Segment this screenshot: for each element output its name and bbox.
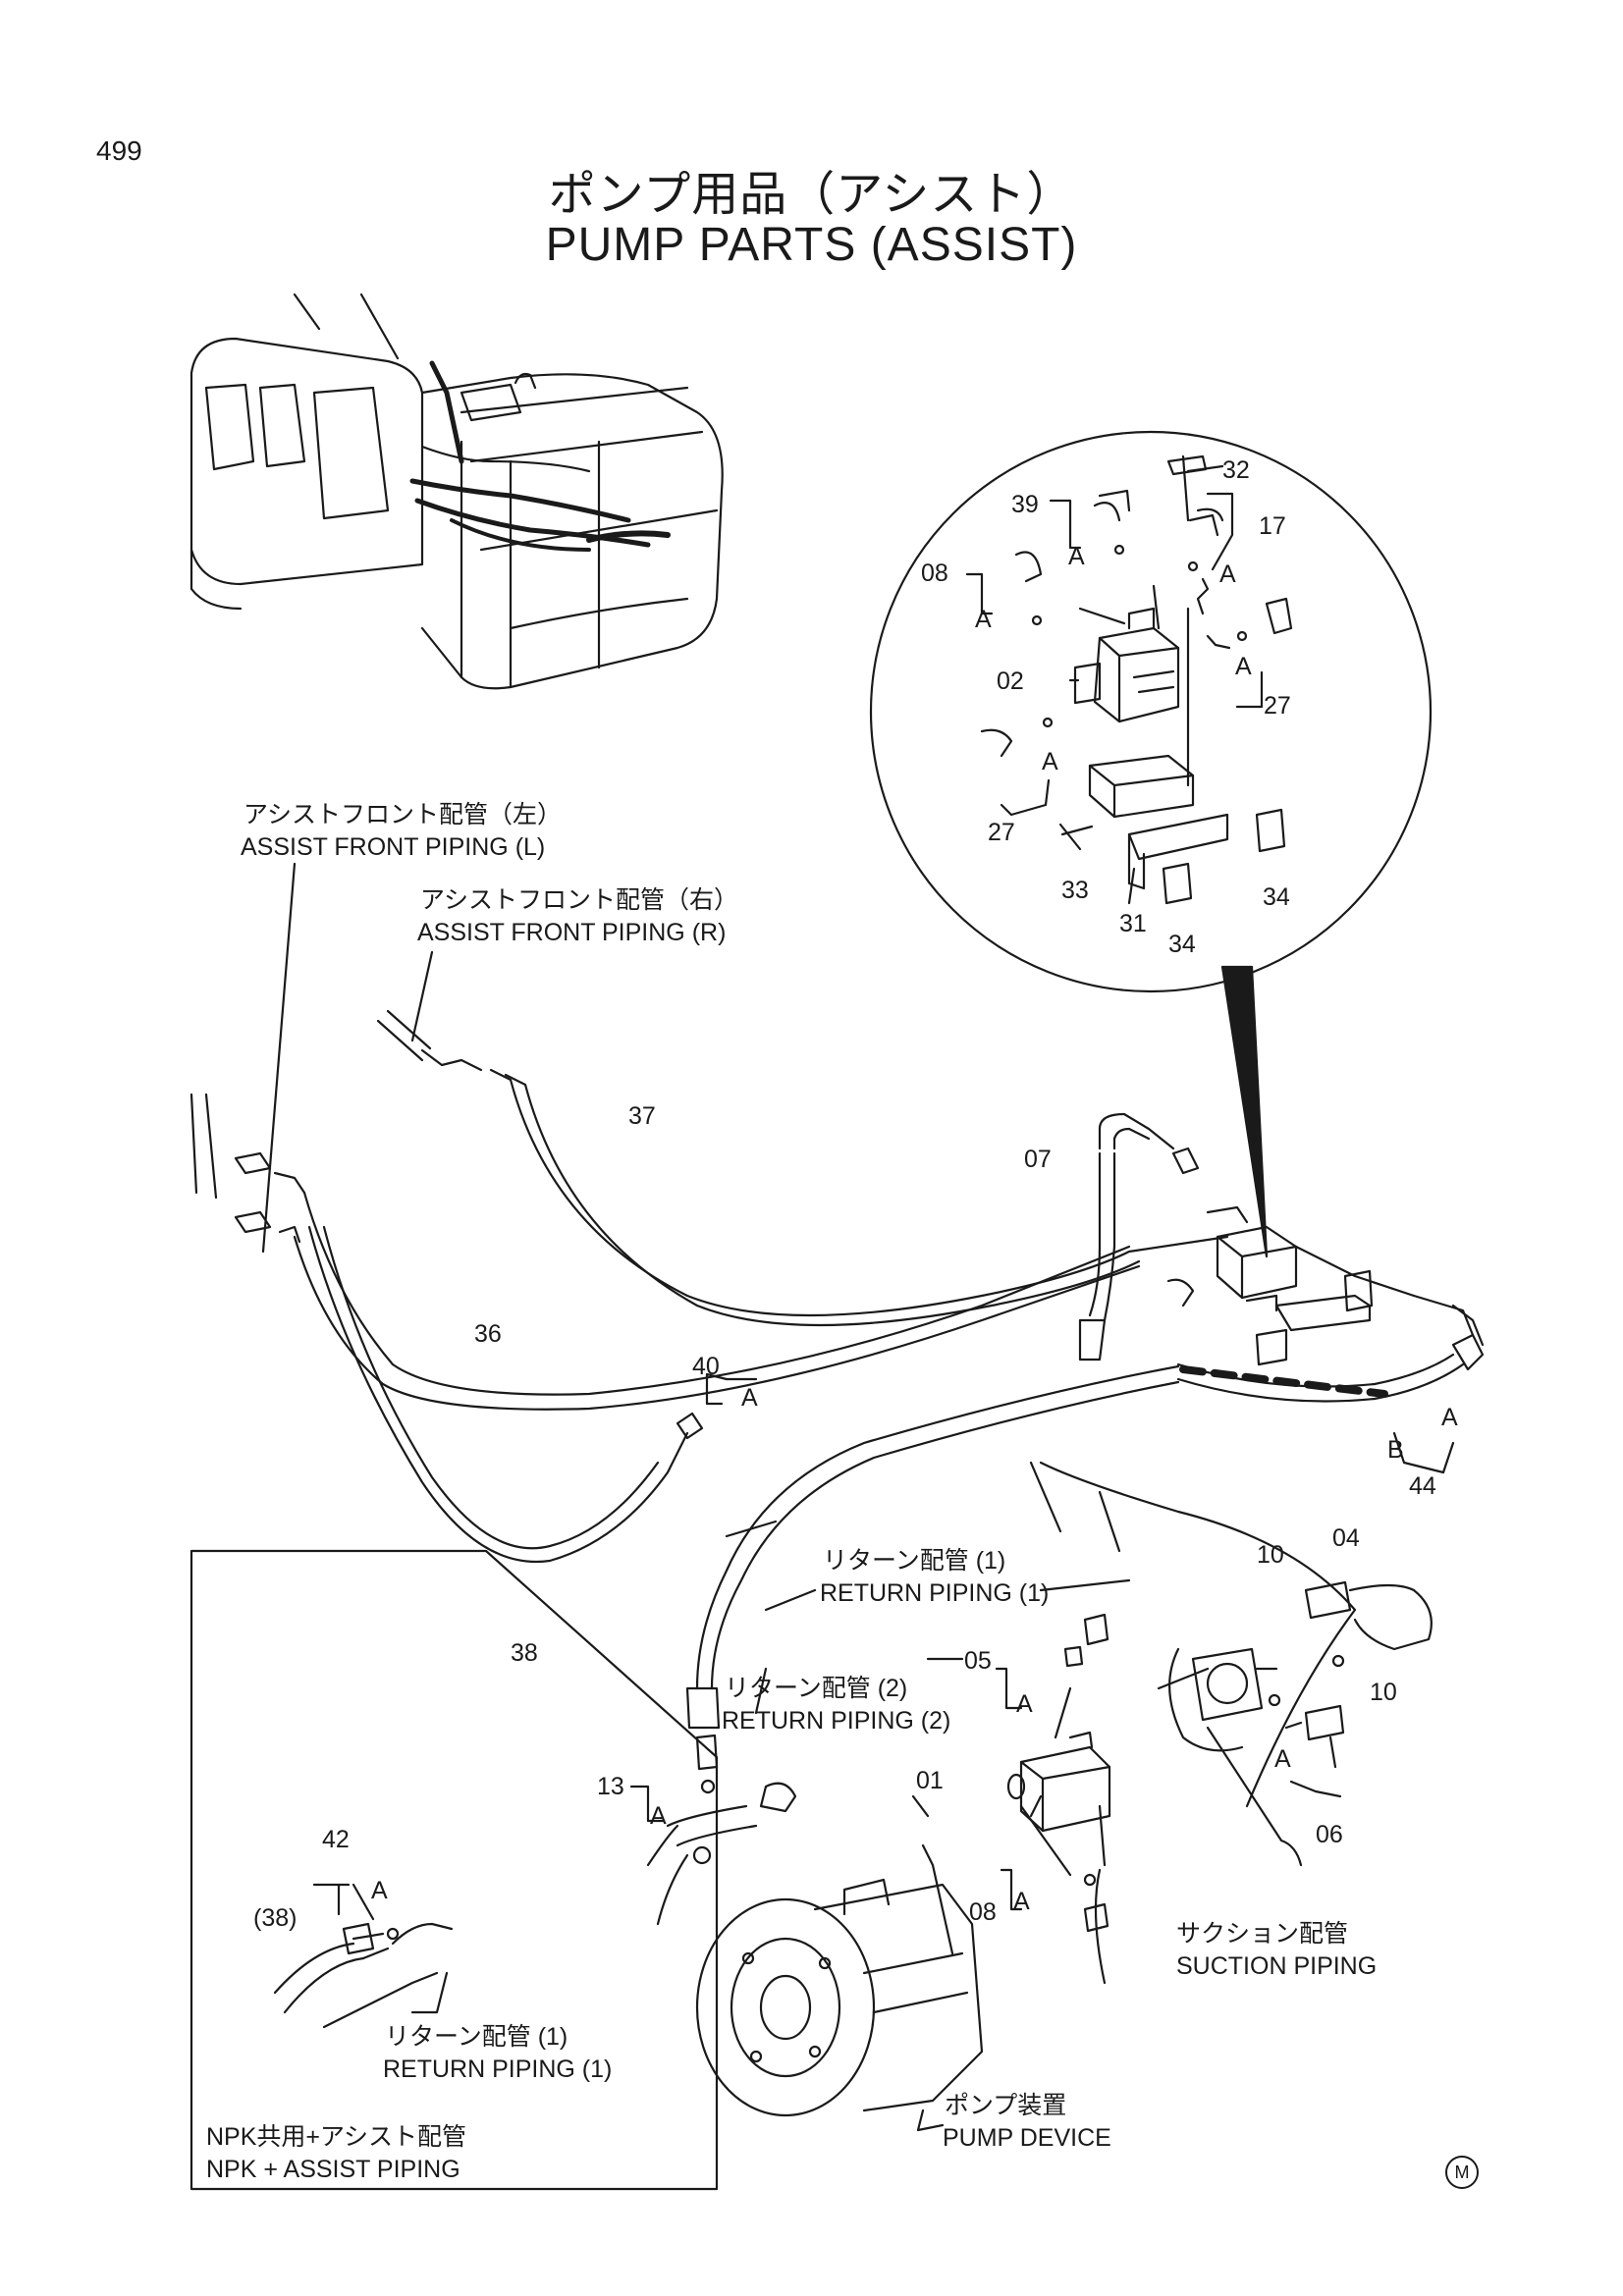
part-number: 17 bbox=[1259, 512, 1286, 540]
page-number: 499 bbox=[96, 135, 142, 166]
part-number: 01 bbox=[916, 1767, 944, 1794]
part-number: 33 bbox=[1061, 877, 1089, 904]
label-return1-jp: リターン配管 (1) bbox=[823, 1547, 1006, 1575]
label-front-left-jp: アシストフロント配管（左） bbox=[243, 801, 563, 828]
label-inset-return1-jp: リターン配管 (1) bbox=[385, 2023, 568, 2051]
part-number: 44 bbox=[1409, 1472, 1436, 1500]
label-front-right-en: ASSIST FRONT PIPING (R) bbox=[417, 919, 727, 946]
part-number: 13 bbox=[597, 1773, 624, 1800]
part-number: 34 bbox=[1263, 883, 1290, 911]
part-number: 38 bbox=[511, 1639, 538, 1667]
leader-brackets bbox=[629, 1372, 1455, 1911]
label-return1-en: RETURN PIPING (1) bbox=[820, 1579, 1050, 1607]
part-number: 07 bbox=[1024, 1146, 1052, 1173]
part-number: 34 bbox=[1168, 931, 1196, 958]
label-inset-return1-en: RETURN PIPING (1) bbox=[383, 2056, 613, 2083]
connector-letter: A bbox=[371, 1877, 388, 1904]
connector-letter: A bbox=[1016, 1690, 1033, 1718]
part-number: 31 bbox=[1119, 910, 1147, 937]
part-number: 08 bbox=[921, 560, 948, 587]
part-number: 42 bbox=[322, 1826, 350, 1853]
connector-letter: A bbox=[1068, 543, 1085, 570]
revision-mark: M bbox=[1445, 2156, 1479, 2189]
part-number: 05 bbox=[964, 1647, 992, 1675]
part-number: 04 bbox=[1332, 1524, 1360, 1552]
connector-letter: A bbox=[1274, 1745, 1291, 1773]
connector-letter: A bbox=[650, 1802, 667, 1830]
label-front-left-en: ASSIST FRONT PIPING (L) bbox=[241, 833, 546, 861]
excavator-illustration bbox=[189, 293, 724, 690]
label-pump-device-jp: ポンプ装置 bbox=[945, 2092, 1067, 2119]
part-number: 27 bbox=[988, 819, 1015, 846]
pump-device-illustration bbox=[646, 1580, 1433, 2132]
connector-letter: A bbox=[1235, 653, 1252, 680]
connector-letter: B bbox=[1387, 1436, 1404, 1464]
detail-zoom bbox=[869, 430, 1433, 1258]
label-return2-en: RETURN PIPING (2) bbox=[722, 1707, 951, 1735]
label-suction-jp: サクション配管 bbox=[1176, 1920, 1349, 1948]
part-number: 27 bbox=[1264, 692, 1291, 720]
connector-letter: A bbox=[1219, 561, 1236, 588]
piping bbox=[189, 862, 1485, 1985]
part-number: 02 bbox=[997, 667, 1024, 695]
part-number: 08 bbox=[969, 1898, 997, 1926]
connector-letter: A bbox=[1042, 748, 1058, 775]
connector-letter: A bbox=[1013, 1888, 1030, 1915]
part-number-reference: (38) bbox=[253, 1904, 298, 1932]
label-suction-en: SUCTION PIPING bbox=[1176, 1952, 1378, 1980]
label-pump-device-en: PUMP DEVICE bbox=[943, 2124, 1111, 2152]
part-number: 36 bbox=[474, 1320, 502, 1348]
label-return2-jp: リターン配管 (2) bbox=[725, 1675, 908, 1702]
part-number: 06 bbox=[1316, 1821, 1343, 1848]
part-number: 39 bbox=[1011, 491, 1039, 518]
label-front-right-jp: アシストフロント配管（右） bbox=[420, 886, 739, 914]
page-title-en: PUMP PARTS (ASSIST) bbox=[545, 219, 1078, 271]
label-inset-caption-jp: NPK共用+アシスト配管 bbox=[206, 2123, 467, 2151]
part-number: 10 bbox=[1370, 1679, 1397, 1706]
connector-letter: A bbox=[975, 606, 992, 633]
connector-letter: A bbox=[741, 1384, 758, 1412]
inset-illustration bbox=[189, 1549, 719, 2191]
part-number: 37 bbox=[628, 1102, 656, 1130]
connector-letter: A bbox=[1441, 1404, 1458, 1431]
part-number: 40 bbox=[692, 1353, 720, 1380]
page-title-jp: ポンプ用品（アシスト） bbox=[548, 169, 1075, 221]
part-number: 10 bbox=[1257, 1541, 1284, 1569]
label-inset-caption-en: NPK + ASSIST PIPING bbox=[206, 2156, 460, 2183]
part-number: 32 bbox=[1222, 456, 1250, 484]
